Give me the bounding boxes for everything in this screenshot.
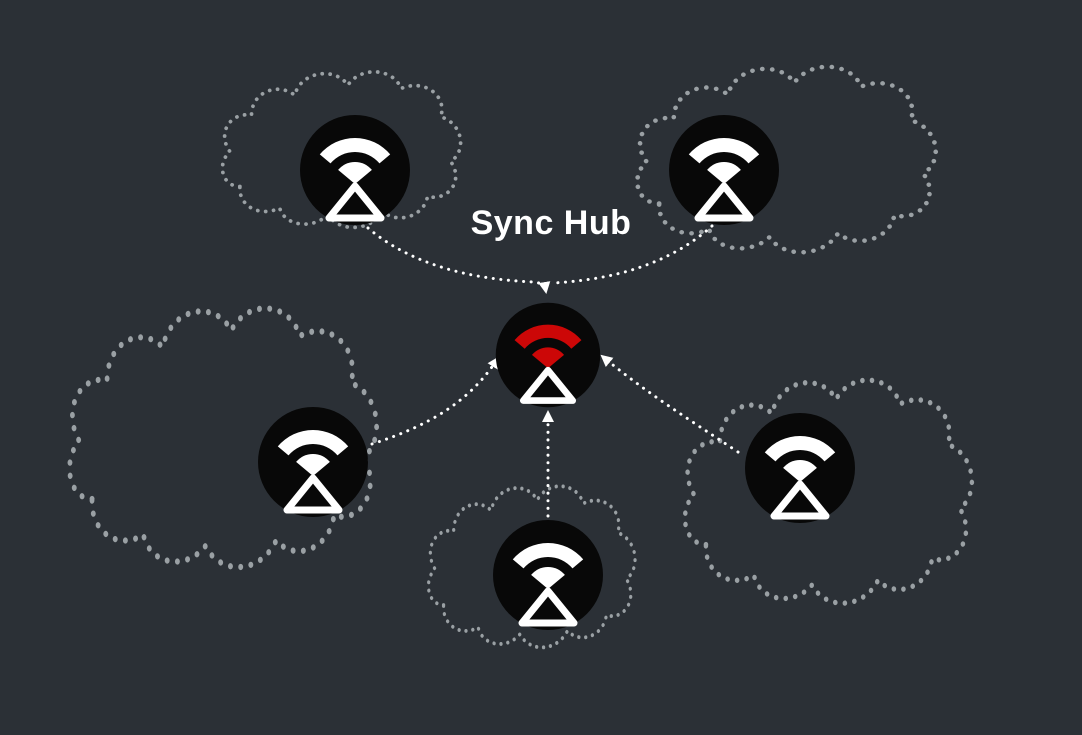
- wifi-peer-icon-right: [745, 413, 855, 523]
- wifi-peer-icon-top-right: [669, 115, 779, 225]
- sync-arrow-top-right: [551, 224, 714, 285]
- wifi-peer-icon-mid-left: [258, 407, 368, 517]
- wifi-peer-icon-bottom-center: [493, 520, 603, 630]
- wifi-peer-icon-top-left: [300, 115, 410, 225]
- sync-arrow-mid-left: [370, 356, 500, 446]
- wifi-sync-hub-icon: [496, 303, 601, 408]
- sync-arrow-right: [600, 354, 740, 454]
- sync-hub-label: Sync Hub: [470, 204, 632, 242]
